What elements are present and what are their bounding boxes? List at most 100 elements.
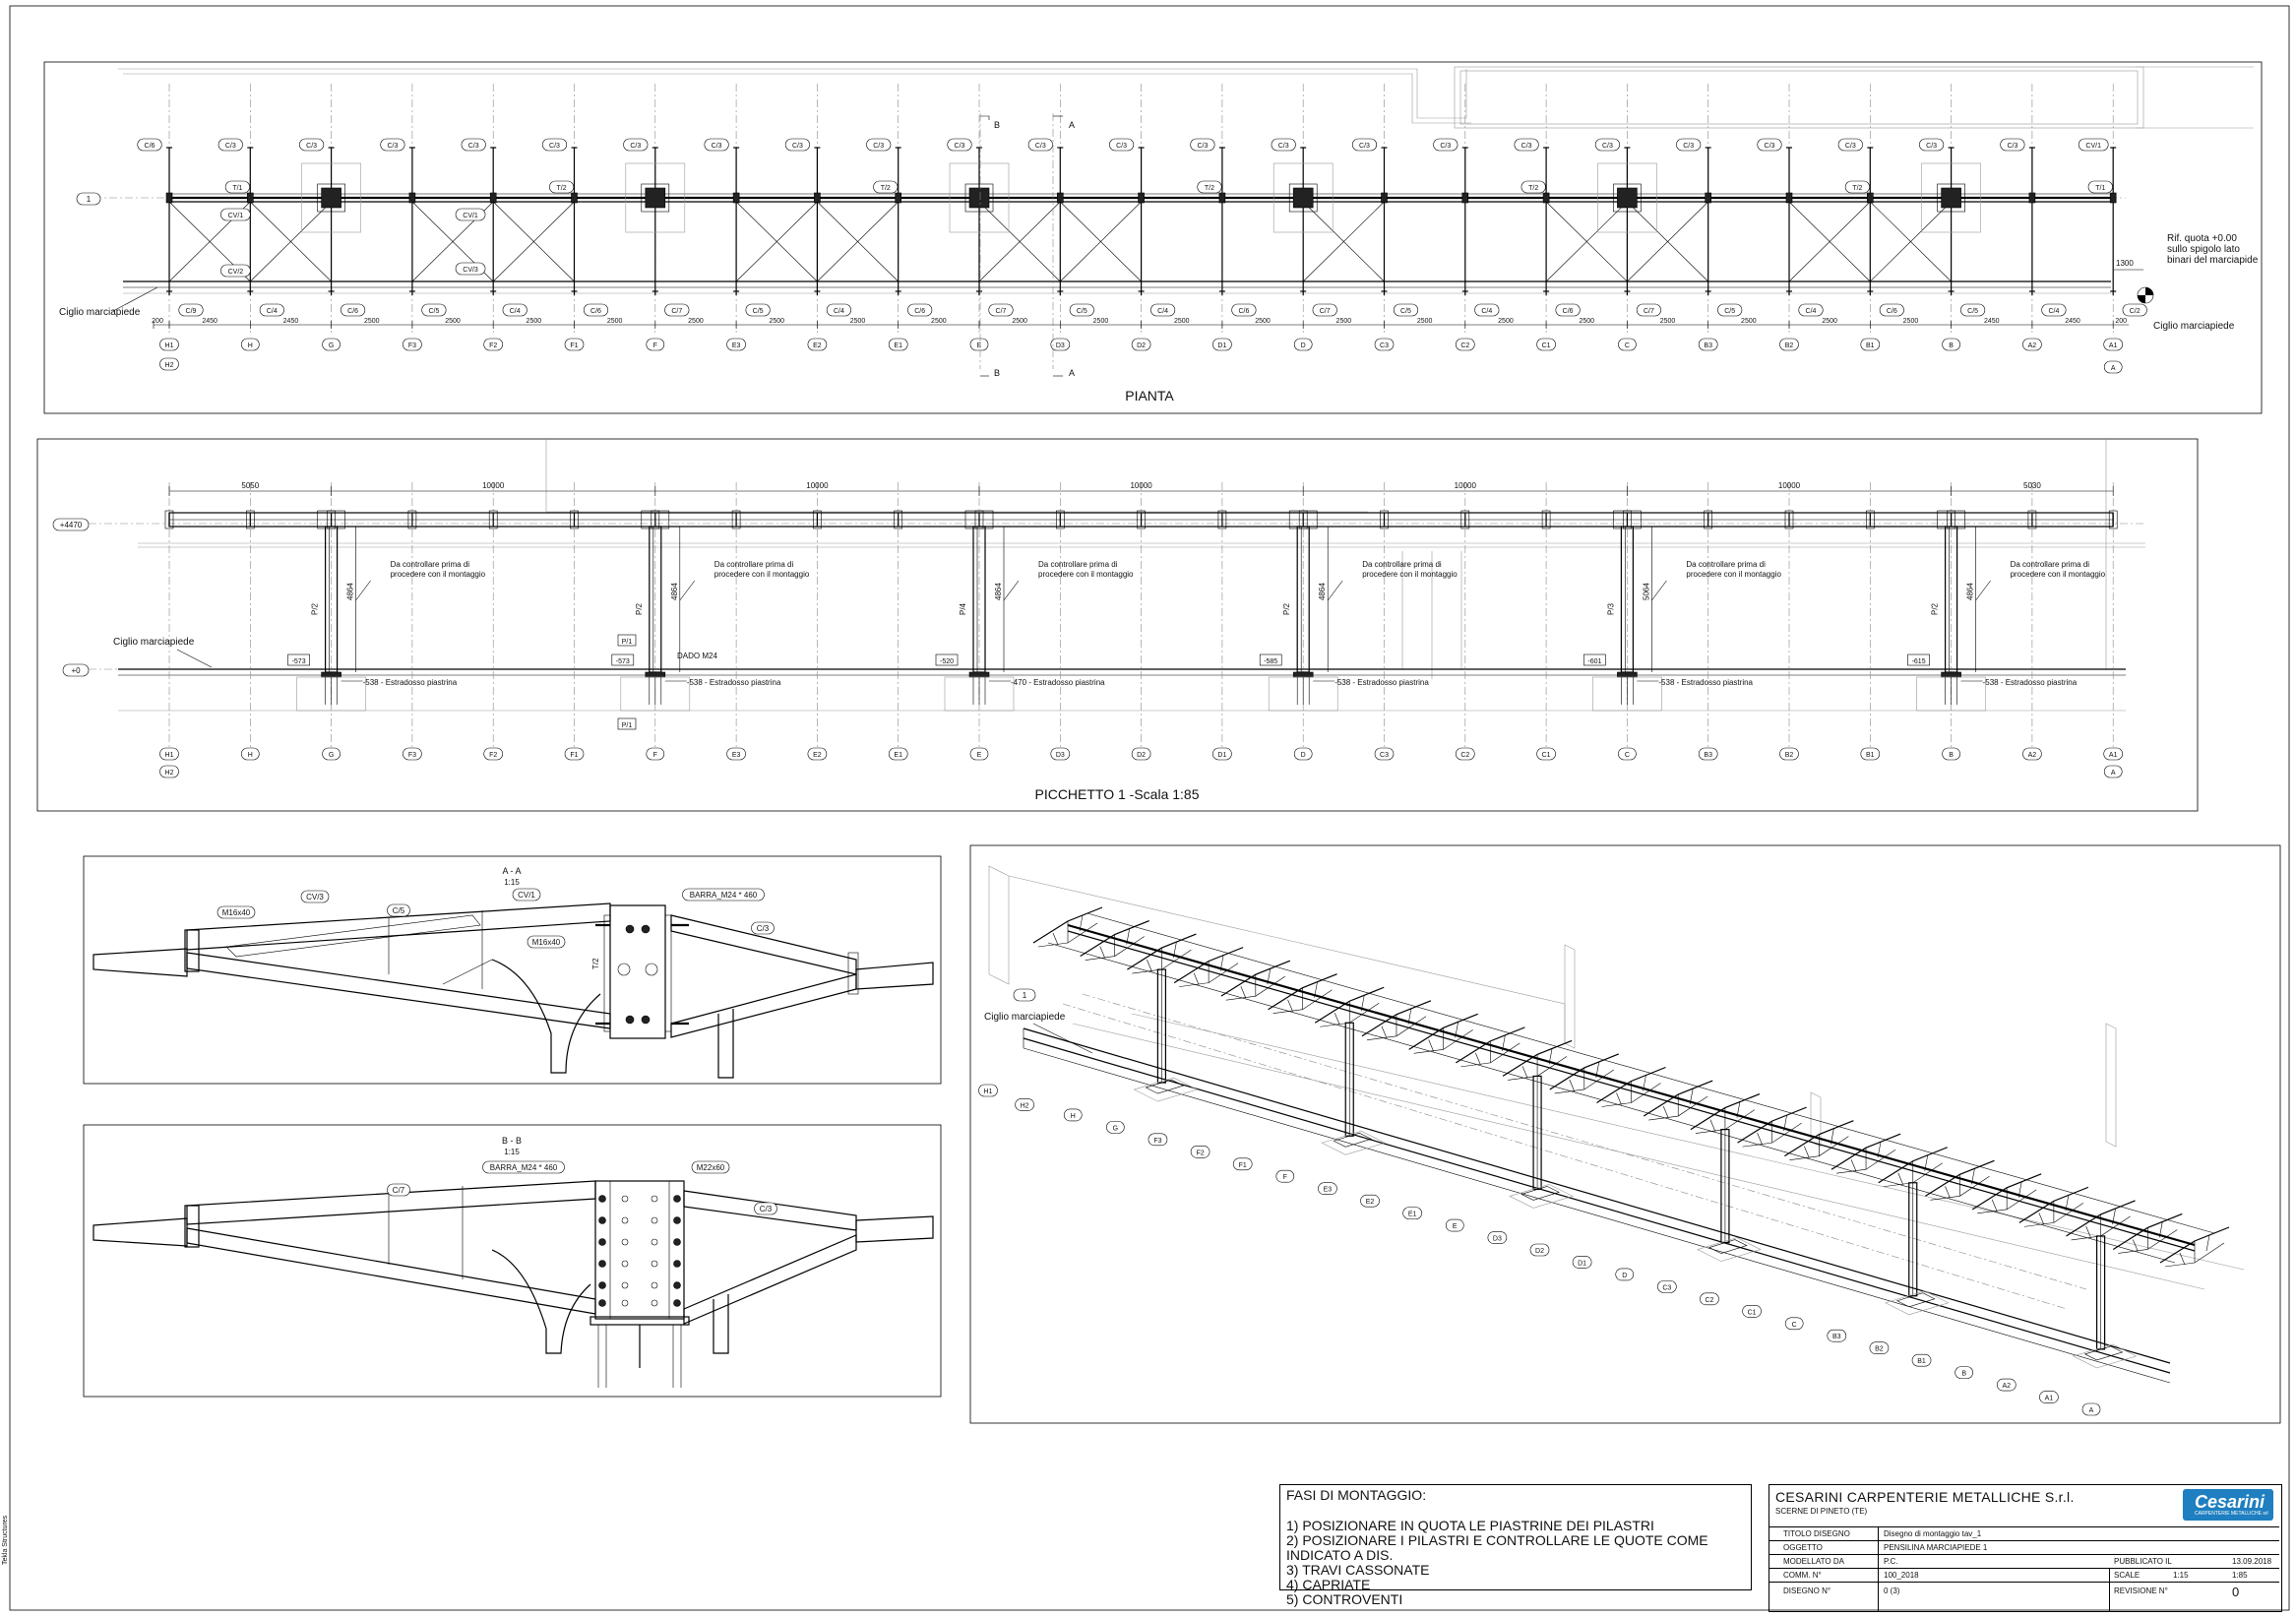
elev-grid-label: D3 xyxy=(1056,752,1065,759)
elev-offset-tag: -615 xyxy=(1912,658,1926,665)
plan-bottom-dim: 2450 xyxy=(202,318,217,325)
plan-beam-tag-bubble xyxy=(1197,180,1222,194)
plan-grid-label-bubble xyxy=(1050,338,1071,351)
plan-grid-label-bubble xyxy=(322,338,341,351)
plan-top-tag-bubble xyxy=(1351,138,1378,152)
elev-column-height: 4864 xyxy=(1966,583,1975,600)
plan-bottom-dim: 2500 xyxy=(1498,318,1514,325)
plan-grid-label: D1 xyxy=(1217,342,1226,349)
tb-label: DISEGNO N° xyxy=(1783,1586,1831,1595)
plan-grid-label: A2 xyxy=(2028,342,2037,349)
iso-curb-label: Ciglio marciapiede xyxy=(984,1012,1066,1023)
elev-grid-label: B1 xyxy=(1866,752,1875,759)
plan-bottom-dim: 2500 xyxy=(1093,318,1109,325)
elev-grid-label: D2 xyxy=(1137,752,1146,759)
tb-value: 0 (3) xyxy=(1884,1586,1900,1595)
section-bb-scale: 1:15 xyxy=(504,1148,520,1156)
plan-bottom-tag-bubble xyxy=(1717,303,1743,317)
iso-grid-label-bubble xyxy=(1063,1108,1083,1122)
plan-grid-label-bubble xyxy=(807,338,828,351)
plan-bottom-dim: 2500 xyxy=(1660,318,1676,325)
plan-grid-label-bubble xyxy=(646,338,665,351)
elev-grid-label: A2 xyxy=(2028,752,2037,759)
plan-top-tag: C/3 xyxy=(1926,143,1937,150)
plan-bottom-tag-bubble xyxy=(1798,303,1824,317)
elev-offset-tag: -573 xyxy=(616,658,630,665)
elev-grid-label-bubble xyxy=(1456,747,1475,761)
plan-grid-label-extra: H2 xyxy=(165,362,174,369)
elev-grid-label: E xyxy=(977,752,982,759)
plan-grid-label-bubble xyxy=(1779,338,1799,351)
plan-grid-label-bubble xyxy=(1131,338,1151,351)
elevation-frame xyxy=(36,438,2199,812)
elev-grid-label-bubble xyxy=(1050,747,1071,761)
iso-grid-label-bubble xyxy=(1487,1231,1508,1244)
plan-grid-label: C3 xyxy=(1380,342,1389,349)
plan-grid-label: F xyxy=(653,342,657,349)
plan-brace-tag: CV/1 xyxy=(228,213,244,219)
iso-grid-label: E1 xyxy=(1408,1212,1417,1218)
plan-bottom-tag: C/4 xyxy=(834,308,844,315)
section-bb-frame xyxy=(83,1124,942,1398)
plan-grid-label-bubble xyxy=(159,338,179,351)
elev-curb-label: Ciglio marciapiede xyxy=(113,637,195,648)
iso-grid-label-bubble xyxy=(1657,1280,1677,1293)
plan-bottom-tag-bubble xyxy=(2041,303,2067,317)
elev-grid-label-bubble xyxy=(483,747,504,761)
elev-check-note-1: Da controllare prima di xyxy=(1362,560,1442,569)
plan-top-tag-bubble xyxy=(704,138,729,152)
elev-plate-tag-top: P/1 xyxy=(622,639,633,646)
elev-grid-label: H xyxy=(248,752,253,759)
plan-bottom-tag: C/5 xyxy=(753,308,764,315)
elev-column-height: 4864 xyxy=(1318,583,1327,600)
plan-grid-label-bubble xyxy=(1536,338,1556,351)
elev-grid-label: H1 xyxy=(165,752,174,759)
iso-grid-label: A xyxy=(2089,1407,2094,1414)
iso-grid-label-bubble xyxy=(1190,1146,1210,1158)
elev-level-zero: +0 xyxy=(71,666,81,675)
plan-bottom-tag: C/7 xyxy=(1644,308,1654,315)
plan-row-label: 1 xyxy=(87,195,92,204)
elev-grid-label-bubble xyxy=(159,747,179,761)
plan-brace-tag-bubble xyxy=(220,208,251,221)
plan-grid-label-bubble xyxy=(1212,338,1232,351)
plan-top-tag-bubble xyxy=(1919,138,1945,152)
section-bb-label: BARRA_M24 * 460 xyxy=(490,1163,558,1172)
plan-bottom-tag-bubble xyxy=(1636,303,1661,317)
plan-beam-tag: T/2 xyxy=(557,185,567,192)
plan-bottom-tag-bubble xyxy=(988,303,1014,317)
plan-top-tag-bubble xyxy=(1757,138,1782,152)
plan-top-tag: C/3 xyxy=(1197,143,1208,150)
elev-grid-label-bubble xyxy=(403,747,422,761)
plan-top-tag-bubble xyxy=(541,138,568,152)
plan-bottom-dim: 2500 xyxy=(1417,318,1433,325)
plan-grid-label-bubble xyxy=(726,338,746,351)
iso-grid-label: D1 xyxy=(1578,1260,1586,1267)
plan-bottom-tag: C/6 xyxy=(914,308,925,315)
tb-row-modeller: MODELLATO DA P.C. PUBBLICATO IL 13.09.20… xyxy=(1769,1554,2279,1569)
plan-section-mark-b-top: B xyxy=(994,120,1000,130)
elev-level-top: +4470 xyxy=(60,521,83,529)
plan-bottom-dim: 2500 xyxy=(1741,318,1757,325)
elev-column-height: 4864 xyxy=(346,583,355,600)
plan-top-tag-bubble xyxy=(866,138,892,152)
section-aa-scale: 1:15 xyxy=(504,878,520,887)
elev-column-height: 4864 xyxy=(670,583,679,600)
elev-grid-label: G xyxy=(329,752,334,759)
plan-bottom-dim: 200 xyxy=(2115,318,2127,325)
plan-top-tag-bubble xyxy=(1109,138,1135,152)
elev-grid-label-extra-bubble xyxy=(2103,765,2123,778)
section-aa-view: A - A 1:15 M16x40CV/3C/5CV/1M16x40T/2BAR… xyxy=(83,855,942,1085)
elev-offset-tag: -573 xyxy=(292,658,306,665)
plan-grid-label: F1 xyxy=(570,342,578,349)
phases-title: FASI DI MONTAGGIO: xyxy=(1286,1487,1427,1503)
plan-top-tag: C/3 xyxy=(306,143,317,150)
tb-value: PENSILINA MARCIAPIEDE 1 xyxy=(1884,1543,1988,1552)
elev-grid-label: A1 xyxy=(2109,752,2118,759)
plan-title: PIANTA xyxy=(1125,388,1174,404)
plan-bottom-tag: C/6 xyxy=(1238,308,1249,315)
plan-bottom-dim: 2500 xyxy=(1903,318,1919,325)
plan-grid-label: E xyxy=(977,342,982,349)
plan-grid-label: D xyxy=(1301,342,1306,349)
